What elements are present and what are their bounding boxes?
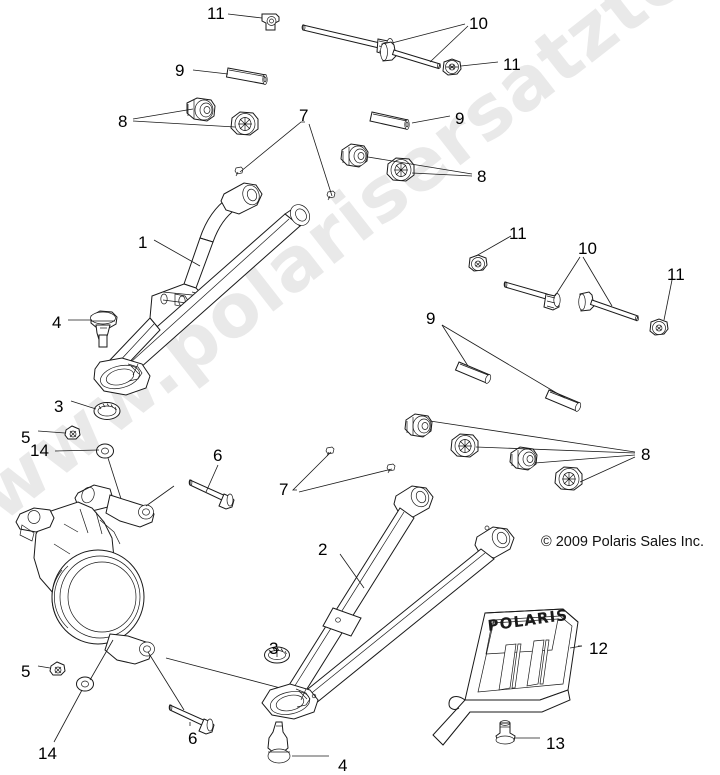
part-bushing-pivot-8c xyxy=(341,144,368,167)
callout-6-lower: 6 xyxy=(188,729,198,748)
part-grease-fitting-7a2 xyxy=(327,191,335,200)
callout-8-upper-right: 8 xyxy=(477,167,487,186)
callout-3-lower: 3 xyxy=(269,639,279,658)
part-push-rivet-13 xyxy=(496,721,515,744)
part-bushing-pivot-8d xyxy=(387,158,414,181)
callout-13-push-rivet: 13 xyxy=(546,734,565,753)
callout-1-upper-a-arm: 1 xyxy=(138,233,148,252)
callout-11-mid-right: 11 xyxy=(509,224,527,243)
part-ball-joint-4b xyxy=(268,722,290,763)
part-washer-14a xyxy=(97,444,114,458)
part-grease-fitting-7b1 xyxy=(326,447,334,456)
part-skid-plate-12 xyxy=(433,609,578,745)
callout-5-upper: 5 xyxy=(21,428,31,447)
callout-7-lower: 7 xyxy=(279,480,289,499)
callout-14-lower: 14 xyxy=(38,744,57,763)
callout-2-lower-a-arm: 2 xyxy=(318,540,328,559)
callout-10-mid-right: 10 xyxy=(578,239,597,258)
part-snap-ring-3a xyxy=(94,403,120,420)
callout-14-upper: 14 xyxy=(30,441,49,460)
part-nut-flange-11c xyxy=(469,255,487,271)
callout-12-skid-plate: 12 xyxy=(589,639,608,658)
callout-5-lower: 5 xyxy=(21,662,31,681)
callout-4-lower: 4 xyxy=(338,756,348,775)
callout-4-upper: 4 xyxy=(52,313,62,332)
callout-8-upper-left: 8 xyxy=(118,112,128,131)
part-bolt-hex-6a xyxy=(189,480,234,509)
part-nut-cap-11a xyxy=(262,14,279,30)
part-sleeve-9c xyxy=(456,362,492,384)
callout-11-top-left: 11 xyxy=(207,4,225,23)
part-bushing-pivot-8e xyxy=(405,414,432,437)
part-steering-knuckle xyxy=(16,485,155,664)
part-nut-5b xyxy=(50,662,65,675)
part-bolt-flange-10b xyxy=(381,42,441,69)
part-ball-joint-4a xyxy=(91,311,118,347)
part-bolt-flange-10a xyxy=(302,25,394,55)
callout-6-upper: 6 xyxy=(213,446,223,465)
copyright-notice: © 2009 Polaris Sales Inc. xyxy=(541,534,705,550)
part-washer-14b xyxy=(77,677,94,691)
part-bushing-pivot-8h xyxy=(555,467,582,490)
part-bolt-flange-10c xyxy=(504,282,560,310)
part-bushing-pivot-8f xyxy=(451,434,478,457)
callout-9-upper-right: 9 xyxy=(455,109,465,128)
part-grease-fitting-7b2 xyxy=(387,464,395,473)
part-sleeve-9d xyxy=(546,390,582,412)
callout-7-upper: 7 xyxy=(299,106,309,125)
part-nut-5a xyxy=(65,426,80,439)
part-bushing-pivot-8a xyxy=(187,98,215,121)
callout-3-upper: 3 xyxy=(54,397,64,416)
part-bolt-hex-6b xyxy=(169,705,214,734)
part-bushing-pivot-8g xyxy=(510,447,537,470)
part-bolt-flange-10d xyxy=(579,292,639,321)
part-sleeve-9a xyxy=(227,68,268,85)
part-grease-fitting-7a1 xyxy=(235,167,243,176)
part-nut-flange-11b xyxy=(443,59,461,75)
part-bushing-pivot-8b xyxy=(231,112,258,135)
part-lower-a-arm-2 xyxy=(262,484,514,719)
part-upper-a-arm-1 xyxy=(94,183,314,395)
callout-10-top: 10 xyxy=(469,14,488,33)
part-sleeve-9b xyxy=(370,112,409,130)
callout-9-upper-left: 9 xyxy=(175,61,185,80)
callout-11-far-right: 11 xyxy=(667,265,685,284)
part-nut-flange-11d xyxy=(650,319,668,335)
callout-8-lower-right: 8 xyxy=(641,445,651,464)
callout-11-top-right: 11 xyxy=(503,55,521,74)
callout-9-mid-right: 9 xyxy=(426,309,436,328)
